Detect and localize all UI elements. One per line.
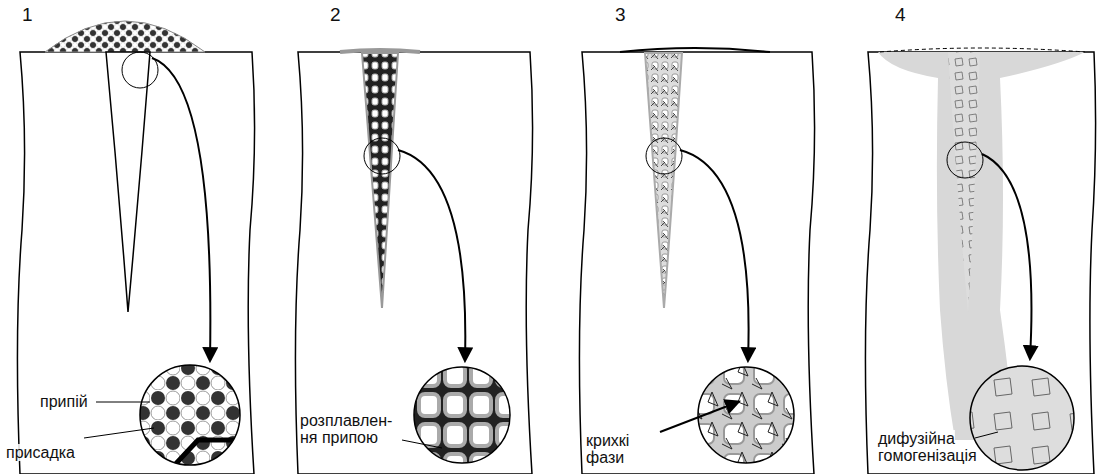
process-label-text: крихкі фази (586, 432, 629, 466)
step-number: 3 (615, 6, 645, 23)
step-number-text: 2 (330, 4, 341, 25)
step-number: 4 (895, 6, 925, 23)
part-label: припій (40, 393, 100, 410)
process-label: дифузійна гомогенізація (878, 430, 978, 464)
part-label: присадка (6, 444, 86, 461)
step-number: 1 (22, 6, 52, 23)
step-number-text: 4 (895, 4, 906, 25)
step-number: 2 (330, 6, 360, 23)
process-label-text: розплавлен- ня припою (300, 412, 392, 446)
part-label-text: присадка (6, 444, 75, 461)
process-label: розплавлен- ня припою (300, 412, 400, 446)
step-number-text: 1 (22, 4, 33, 25)
step-number-text: 3 (615, 4, 626, 25)
process-label-text: дифузійна гомогенізація (878, 430, 977, 464)
process-label: крихкі фази (586, 432, 656, 466)
part-label-text: припій (40, 393, 88, 410)
